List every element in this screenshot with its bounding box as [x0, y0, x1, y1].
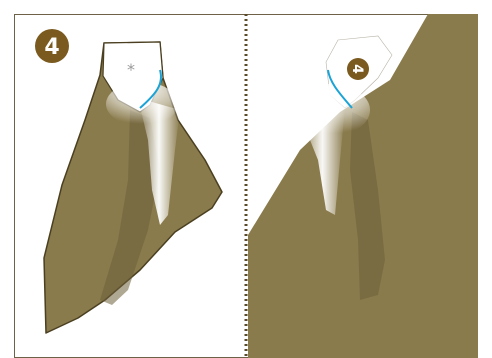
left-panel: * 4 — [35, 29, 222, 333]
step-badge-left: 4 — [35, 29, 69, 63]
step-badge-right: 4 — [347, 58, 369, 80]
step-number-left: 4 — [44, 35, 59, 60]
asterisk-icon: * — [127, 60, 135, 79]
right-panel: 4 — [248, 14, 478, 358]
tip-glow-left — [106, 82, 178, 126]
tip-glow-right — [290, 84, 370, 136]
step-number-right: 4 — [349, 64, 365, 74]
